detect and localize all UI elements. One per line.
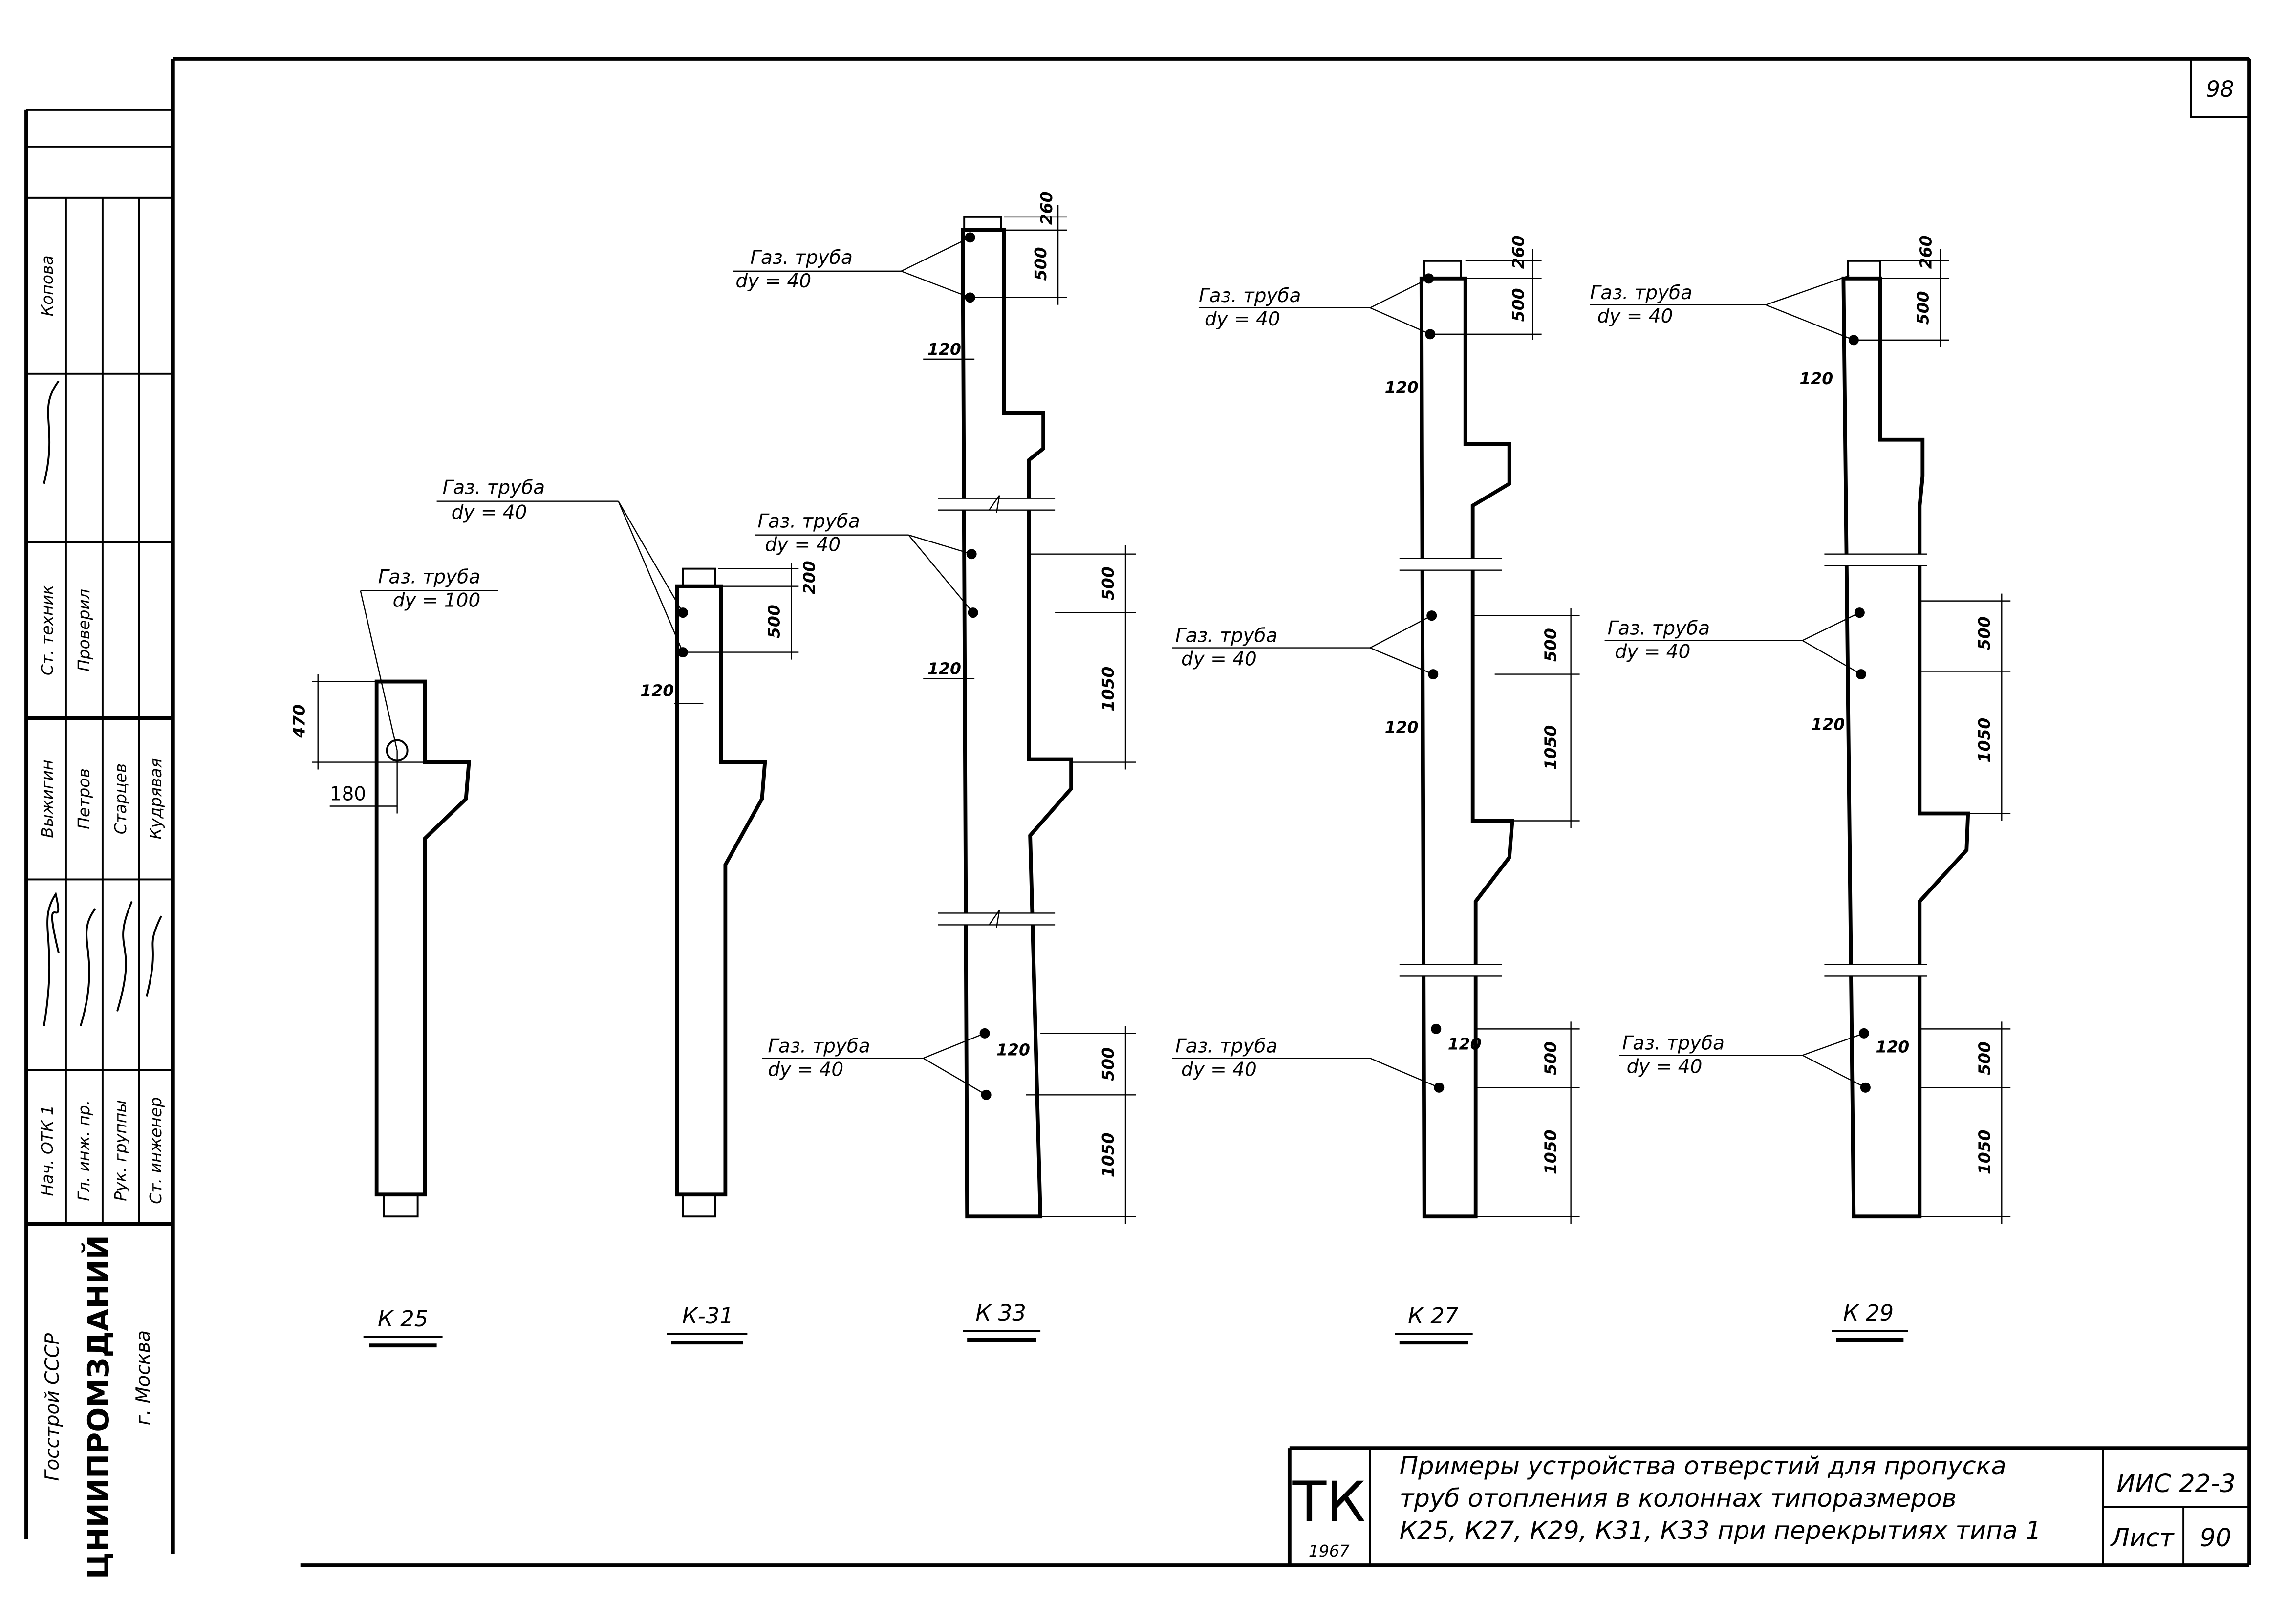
dim-470: 470 — [290, 704, 309, 738]
dim-1050: 1050 — [1541, 1129, 1560, 1174]
pipe-label: Газ. труба — [1175, 625, 1277, 647]
pipe-dy: dy = 40 — [1205, 308, 1280, 330]
title-block: ТК 1967 Примеры устройства отверстий для… — [1287, 1446, 2250, 1566]
stamp-org-top: Госстрой СССР — [42, 1333, 64, 1481]
dim-120: 120 — [996, 1040, 1030, 1059]
dim-260: 260 — [1916, 235, 1935, 269]
column-k31: Газ. труба dy = 40 200 500 120 — [436, 477, 819, 1218]
dim-500: 500 — [1099, 1047, 1118, 1081]
dim-500: 500 — [1541, 1041, 1560, 1075]
dim-120: 120 — [1811, 715, 1845, 734]
dim-500: 500 — [1509, 288, 1528, 322]
column-k27: Газ. труба dy = 40 Газ. труба dy = 40 Га… — [1172, 235, 1580, 1224]
pipe-dy: dy = 40 — [768, 1059, 843, 1081]
dim-500: 500 — [1099, 566, 1118, 600]
pipe-dy: dy = 100 — [393, 590, 481, 612]
pipe-dy: dy = 40 — [1627, 1056, 1703, 1078]
stamp-copied: Копова — [38, 255, 57, 316]
caption-k29: К 29 — [1843, 1300, 1894, 1326]
pipe-dy: dy = 40 — [1181, 649, 1257, 671]
sheet-number: 98 — [2206, 76, 2234, 102]
pipe-label: Газ. труба — [757, 511, 860, 533]
stamp-name-2: Петров — [74, 768, 93, 829]
dim-120: 120 — [1385, 718, 1419, 737]
dim-500: 500 — [764, 605, 783, 638]
pipe-dy: dy = 40 — [735, 270, 811, 292]
break-line — [938, 495, 1056, 928]
pipe-label: Газ. труба — [443, 477, 545, 499]
pipe-label: Газ. труба — [1590, 282, 1692, 304]
title-line-2: труб отопления в колоннах типоразмеров — [1400, 1484, 1957, 1513]
left-stamp: Копова Ст. техник Проверил Выжигин Петро… — [24, 108, 173, 1579]
caption-k27: К 27 — [1408, 1303, 1459, 1329]
pipe-label: Газ. труба — [1608, 618, 1710, 640]
dim-500: 500 — [1913, 291, 1932, 325]
stamp-checked: Проверил — [74, 589, 93, 671]
series-code: ИИС 22-3 — [2116, 1470, 2236, 1498]
pipe-label: Газ. труба — [1199, 285, 1301, 307]
dim-1050: 1050 — [1099, 667, 1118, 712]
column-k29: Газ. труба dy = 40 Газ. труба dy = 40 Га… — [1590, 235, 2011, 1224]
pipe-label: Газ. труба — [1175, 1035, 1277, 1057]
stamp-role-3: Рук. группы — [111, 1100, 130, 1201]
column-captions: К 25 К-31 К 33 К 27 К 29 — [363, 1300, 1908, 1348]
dim-1050: 1050 — [1975, 718, 1994, 763]
sheet-number-box: 98 — [2190, 58, 2250, 118]
stamp-tech-role: Ст. техник — [38, 585, 57, 675]
dim-1050: 1050 — [1541, 725, 1560, 770]
dim-120: 120 — [927, 340, 961, 359]
dim-120: 120 — [640, 681, 674, 700]
dim-120: 120 — [1448, 1034, 1482, 1053]
pipe-dy: dy = 40 — [1597, 305, 1673, 327]
caption-k25: К 25 — [378, 1306, 428, 1332]
pipe-dy: dy = 40 — [1615, 641, 1691, 663]
dim-120: 120 — [1876, 1037, 1909, 1056]
stamp-org-name: ЦНИИПРОМЗДАНИЙ — [81, 1235, 116, 1579]
dim-1050: 1050 — [1975, 1129, 1994, 1174]
dim-260: 260 — [1509, 235, 1528, 269]
stamp-role-1: Нач. ОТК 1 — [38, 1105, 57, 1196]
pipe-dy: dy = 40 — [765, 534, 841, 556]
sheet-frame — [171, 57, 2251, 1567]
dim-200: 200 — [799, 561, 819, 594]
column-k25: 470 180 Газ. труба dy = 100 — [290, 566, 498, 1218]
stamp-name-3: Старцев — [111, 763, 130, 835]
caption-k33: К 33 — [975, 1300, 1026, 1326]
caption-k31: К-31 — [682, 1303, 733, 1329]
sheet-no: 90 — [2200, 1524, 2232, 1553]
stamp-name-4: Кудрявая — [146, 758, 165, 840]
title-line-1: Примеры устройства отверстий для пропуск… — [1400, 1452, 2006, 1481]
pipe-label: Газ. труба — [1622, 1032, 1725, 1054]
year: 1967 — [1309, 1541, 1350, 1560]
pipe-label: Газ. труба — [378, 566, 480, 588]
dim-120: 120 — [1799, 369, 1833, 388]
dim-500: 500 — [1541, 628, 1560, 662]
tk-mark: ТК — [1292, 1470, 1366, 1535]
dim-500: 500 — [1975, 1041, 1994, 1075]
dim-120: 120 — [1385, 378, 1419, 397]
dim-500: 500 — [1975, 616, 1994, 650]
pipe-dy: dy = 40 — [452, 502, 527, 524]
signature — [43, 380, 162, 1026]
dim-500: 500 — [1031, 247, 1050, 281]
title-line-3: К25, К27, К29, К31, К33 при перекрытиях … — [1400, 1516, 2042, 1545]
stamp-role-4: Ст. инженер — [146, 1097, 165, 1204]
stamp-role-2: Гл. инж. пр. — [74, 1100, 93, 1201]
pipe-point — [677, 607, 688, 618]
pipe-dy: dy = 40 — [1181, 1059, 1257, 1081]
dim-180: 180 — [330, 783, 366, 805]
pipe-label: Газ. труба — [768, 1035, 870, 1057]
dim-1050: 1050 — [1099, 1132, 1118, 1177]
column-k33: Газ. труба dy = 40 Газ. труба dy = 40 Га… — [733, 191, 1136, 1224]
dim-260: 260 — [1037, 191, 1056, 225]
stamp-name-1: Выжигин — [38, 759, 57, 838]
dim-120: 120 — [927, 659, 961, 678]
stamp-city: г. Москва — [132, 1330, 154, 1426]
sheet-label: Лист — [2110, 1524, 2175, 1553]
pipe-label: Газ. труба — [750, 247, 852, 269]
